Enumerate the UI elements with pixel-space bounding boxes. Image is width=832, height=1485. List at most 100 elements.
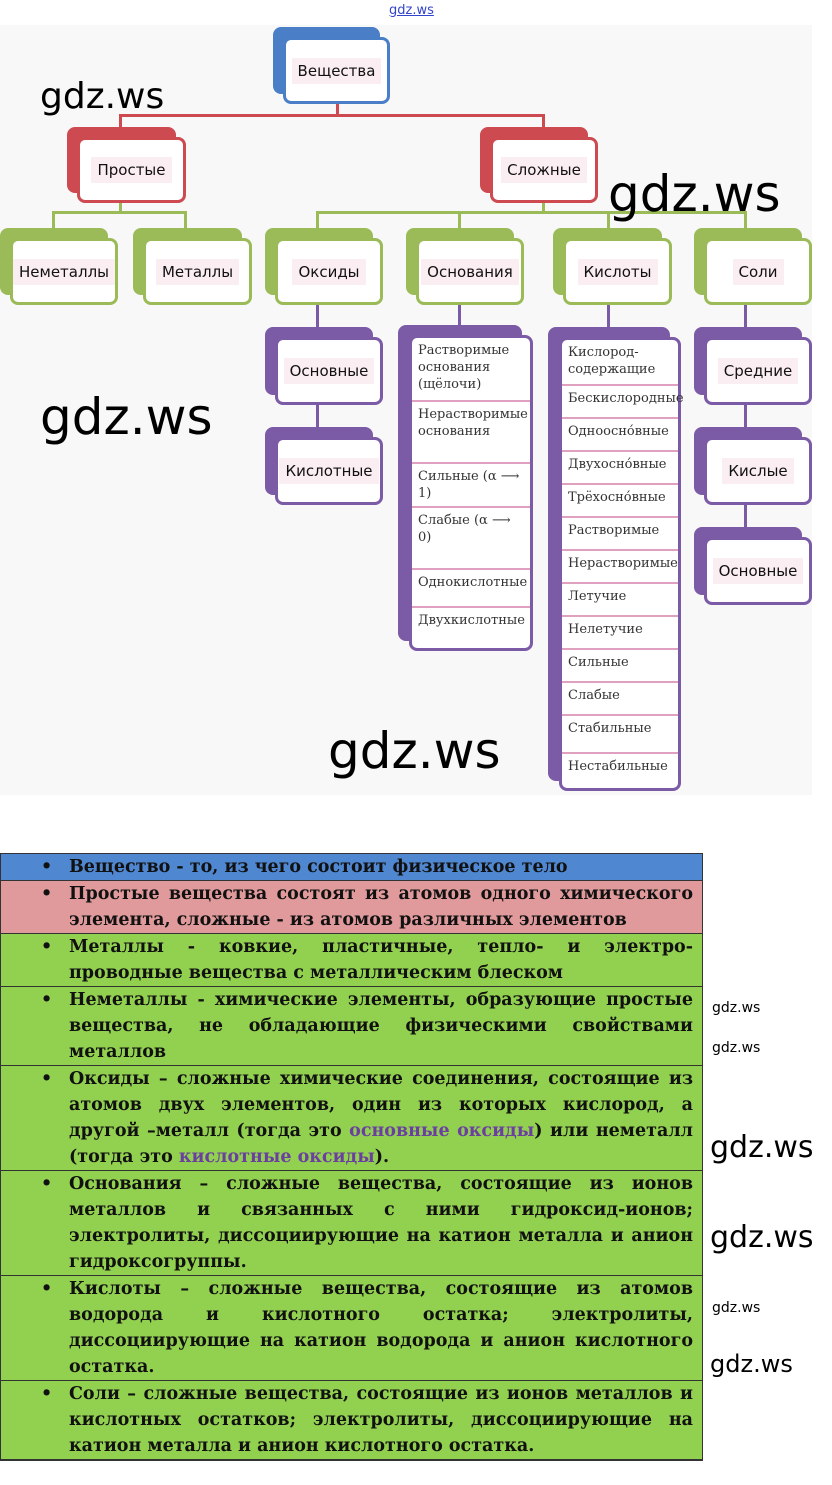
bullet-icon: •	[41, 937, 53, 957]
bullet-icon: •	[41, 1279, 53, 1299]
base_types-list: Растворимые основания (щёлочи)Нераствори…	[409, 335, 533, 651]
definition-text: Неметаллы - химические элементы, образую…	[69, 990, 693, 1062]
definition-row: • Кислоты – сложные вещества, состоящие и…	[1, 1276, 702, 1381]
watermark: gdz.ws	[712, 1000, 761, 1016]
connector-line	[52, 211, 186, 214]
list-item: Летучие	[562, 584, 678, 617]
box-oxides-label: Оксиды	[292, 258, 366, 285]
box-basic-oxides-label: Основные	[283, 358, 375, 384]
definition-row: • Металлы - ковкие, пластичные, тепло- и …	[1, 934, 702, 987]
list-item: Слабые (α ⟶ 0)	[412, 508, 530, 570]
box-salt-type-label: Кислые	[722, 458, 794, 484]
connector-line	[542, 203, 545, 213]
box-salt-type: Кислые	[704, 437, 812, 505]
list-item: Нелетучие	[562, 617, 678, 650]
box-acidic-oxides-label: Кислотные	[279, 458, 379, 484]
definition-text: Простые вещества состоят из атомов одног…	[69, 884, 693, 930]
watermark: gdz.ws	[710, 1220, 814, 1255]
definition-row: • Неметаллы - химические элементы, образу…	[1, 987, 702, 1066]
box-complex-label: Сложные	[501, 157, 587, 183]
connector-line	[119, 114, 122, 138]
connector-line	[744, 405, 747, 429]
list-item: Сильные (α ⟶ 1)	[412, 464, 530, 508]
bullet-icon: •	[41, 990, 53, 1010]
connector-line	[119, 203, 122, 213]
box-simple: Простые	[77, 137, 186, 203]
watermark: gdz.ws	[40, 388, 213, 446]
definition-row: • Соли – сложные вещества, состоящие из и…	[1, 1381, 702, 1460]
definition-text: Кислоты – сложные вещества, состоящие из…	[69, 1279, 693, 1377]
list-item: Одноосно́вные	[562, 419, 678, 452]
box-oxides: Оксиды	[275, 238, 383, 305]
bullet-icon: •	[41, 884, 53, 904]
definition-text: Металлы - ковкие, пластичные, тепло- и э…	[69, 937, 693, 983]
list-item: Бескислородные	[562, 386, 684, 419]
watermark: gdz.ws	[608, 165, 781, 223]
connector-line	[607, 305, 610, 333]
bullet-icon: •	[41, 857, 53, 877]
definition-row: • Простые вещества состоят из атомов одно…	[1, 881, 702, 934]
watermark: gdz.ws	[328, 722, 501, 780]
base_types-list-wrapper: Растворимые основания (щёлочи)Нераствори…	[398, 325, 533, 651]
list-item: Слабые	[562, 683, 678, 716]
connector-line	[744, 505, 747, 529]
definition-row: • Оксиды – сложные химические соединения,…	[1, 1066, 702, 1171]
connector-line	[119, 114, 545, 117]
definition-text: Вещество - то, из чего состоит физическо…	[69, 857, 568, 877]
box-bases: Основания	[416, 238, 524, 305]
bullet-icon: •	[41, 1069, 53, 1089]
definitions-table: • Вещество - то, из чего состоит физическ…	[0, 853, 703, 1461]
list-item: Трёхосно́вные	[562, 485, 678, 518]
bullet-icon: •	[41, 1384, 53, 1404]
box-bases-label: Основания	[421, 258, 519, 285]
box-salts: Соли	[704, 238, 812, 305]
list-item: Двухкислотные	[418, 613, 525, 628]
definition-text: ).	[374, 1147, 390, 1167]
list-item: Нерастворимые основания	[412, 402, 530, 464]
connector-line	[316, 405, 319, 429]
definition-row: •Основания – сложные вещества, состоящие…	[1, 1171, 702, 1276]
connector-line	[316, 211, 319, 229]
box-salt-type: Основные	[704, 537, 812, 605]
connector-line	[744, 211, 747, 229]
list-item: Стабильные	[562, 716, 678, 754]
box-salt-type: Средние	[704, 337, 812, 405]
box-salt-type-label: Основные	[712, 558, 804, 584]
connector-line	[52, 211, 55, 229]
site-header-link[interactable]: gdz.ws	[389, 3, 434, 18]
watermark: gdz.ws	[710, 1130, 814, 1165]
definition-row: • Вещество - то, из чего состоит физическ…	[1, 854, 702, 881]
box-nonmetals: Неметаллы	[10, 238, 118, 305]
list-item: Однокислотные	[412, 570, 530, 608]
list-item: Нестабильные	[568, 759, 668, 774]
box-acids: Кислоты	[563, 238, 672, 305]
list-item: Нерастворимые	[562, 551, 678, 584]
list-item: Сильные	[562, 650, 678, 683]
list-item: Двухосно́вные	[562, 452, 678, 485]
box-simple-label: Простые	[91, 157, 172, 183]
definition-text: Оксиды – сложные химические соединения, …	[69, 1069, 693, 1141]
box-acidic-oxides: Кислотные	[275, 437, 383, 505]
watermark: gdz.ws	[710, 1350, 793, 1378]
box-salts-label: Соли	[732, 258, 784, 285]
connector-line	[607, 211, 610, 229]
box-metals: Металлы	[143, 238, 252, 305]
box-acids-label: Кислоты	[577, 258, 658, 285]
connector-line	[336, 104, 339, 116]
highlighted-term: основные оксиды	[349, 1121, 535, 1141]
connector-line	[744, 305, 747, 329]
definition-text: ) или неметалл (тогда это	[69, 1121, 693, 1167]
box-complex: Сложные	[490, 137, 598, 203]
list-item: Растворимые основания (щёлочи)	[412, 338, 530, 402]
connector-line	[458, 305, 461, 329]
connector-line	[542, 114, 545, 138]
watermark: gdz.ws	[712, 1040, 761, 1056]
definition-text: Соли – сложные вещества, состоящие из ио…	[69, 1384, 693, 1456]
list-item: Растворимые	[562, 518, 678, 551]
connector-line	[458, 211, 461, 229]
watermark: gdz.ws	[40, 76, 165, 117]
connector-line	[316, 211, 746, 214]
box-salt-type-label: Средние	[717, 358, 799, 384]
